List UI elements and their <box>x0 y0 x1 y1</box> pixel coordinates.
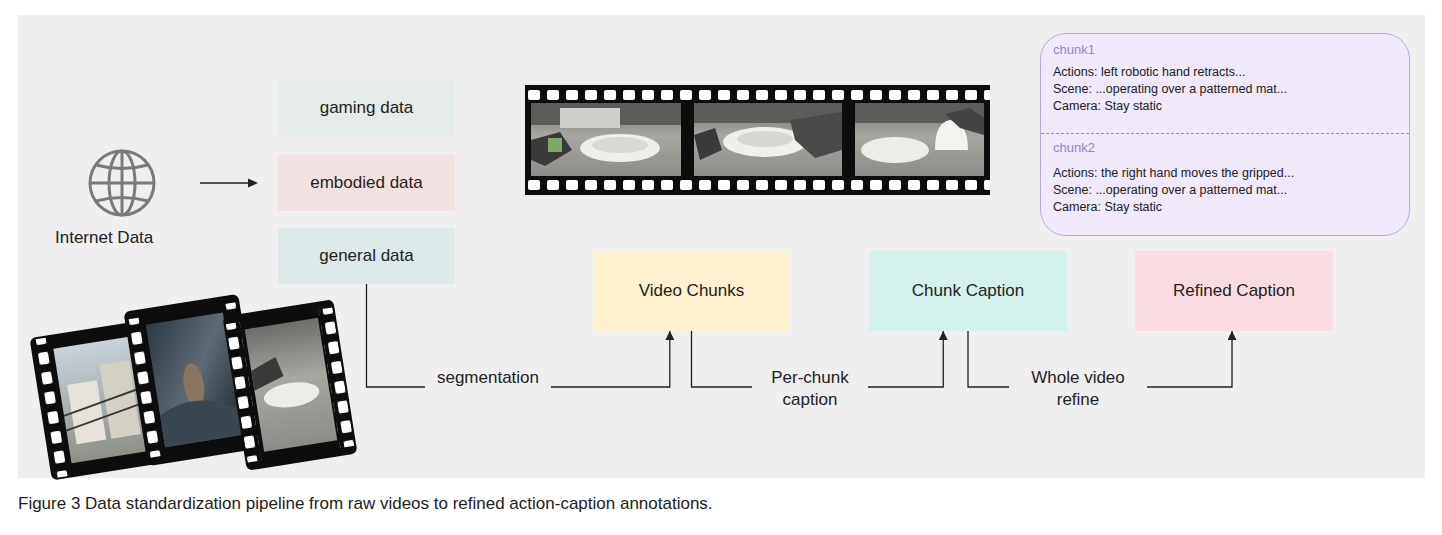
caption-card: chunk1Actions: left robotic hand retract… <box>1040 33 1410 236</box>
process-box: gaming data <box>278 80 455 136</box>
globe-equator <box>90 182 154 185</box>
chunk-detail: Camera: Stay static <box>1053 200 1399 214</box>
chunk-detail: Camera: Stay static <box>1053 99 1399 113</box>
globe-parallels <box>96 165 148 201</box>
edge-label: segmentation <box>425 367 551 389</box>
box-label: Video Chunks <box>639 281 745 301</box>
dashed-divider <box>1041 133 1409 134</box>
sprocket-row <box>525 178 990 192</box>
frame-image <box>531 103 681 176</box>
robot-hand <box>531 132 572 166</box>
frame-object <box>560 108 620 128</box>
process-box: general data <box>278 228 455 284</box>
frame-image <box>245 318 337 452</box>
process-box: Video Chunks <box>593 251 790 331</box>
video-frame <box>694 103 842 176</box>
process-box: Refined Caption <box>1135 251 1333 331</box>
frame-railing <box>62 389 144 431</box>
figure-caption: Figure 3 Data standardization pipeline f… <box>18 494 713 514</box>
chunk-title: chunk2 <box>1053 140 1399 155</box>
film-base <box>222 299 357 471</box>
frame-ground <box>159 395 242 448</box>
frame-image <box>855 103 984 176</box>
edge-label: Whole video refine <box>1009 367 1147 411</box>
process-box: embodied data <box>278 155 455 211</box>
frame-bowl <box>861 137 929 163</box>
edge-label: Per-chunk caption <box>752 367 868 411</box>
chunk-detail: Scene: ...operating over a patterned mat… <box>1053 82 1399 96</box>
arrow-line <box>200 182 250 184</box>
frame-bowl-inner <box>592 137 648 153</box>
box-label: Refined Caption <box>1173 281 1295 301</box>
source-arrow <box>200 179 258 188</box>
video-frame <box>855 103 984 176</box>
chunk-detail: Scene: ...operating over a patterned mat… <box>1053 183 1399 197</box>
chunk-detail: Actions: left robotic hand retracts... <box>1053 65 1399 79</box>
chunk-detail: Actions: the right hand moves the grippe… <box>1053 166 1399 180</box>
arrow-head <box>248 179 258 188</box>
box-label: gaming data <box>320 98 414 118</box>
box-label: Chunk Caption <box>912 281 1024 301</box>
globe-icon <box>90 151 154 215</box>
film-base <box>525 85 990 195</box>
box-label: general data <box>319 246 414 266</box>
robot-part <box>548 138 562 152</box>
video-frame <box>531 103 681 176</box>
sprocket-row <box>525 88 990 102</box>
robot-hand <box>694 128 722 160</box>
film-strip-tilted <box>222 299 357 471</box>
box-label: embodied data <box>310 173 422 193</box>
frame-bowl-inner <box>737 131 793 147</box>
frame-image <box>694 103 842 176</box>
robot-hand <box>945 108 984 135</box>
process-box: Chunk Caption <box>869 251 1067 331</box>
frame-bowl <box>262 379 321 411</box>
film-strip <box>525 85 990 195</box>
robot-hand <box>790 112 842 158</box>
frame-bowl <box>580 134 660 162</box>
robot-hand <box>250 356 285 390</box>
source-label: Internet Data <box>55 228 153 248</box>
chunk-title: chunk1 <box>1053 42 1399 57</box>
globe-outline <box>90 151 154 215</box>
